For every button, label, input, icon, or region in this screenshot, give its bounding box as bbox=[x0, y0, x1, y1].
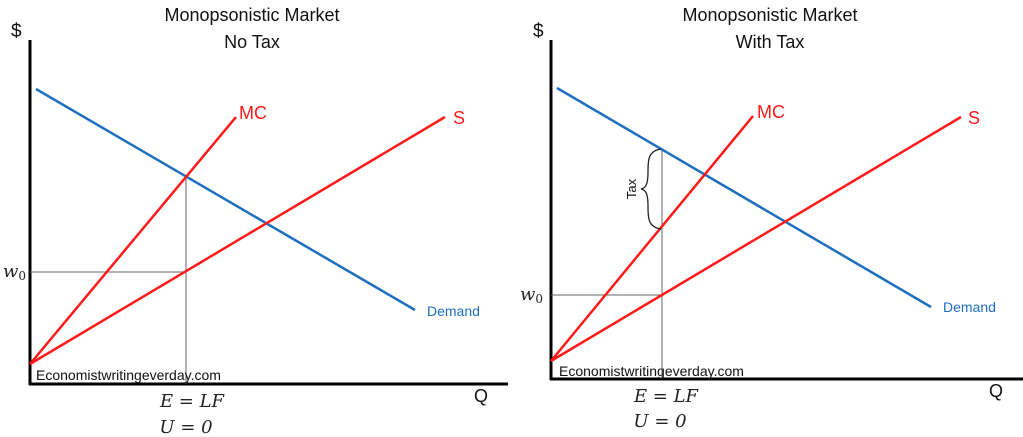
x-axis-label: Q bbox=[474, 386, 488, 406]
x-axis-label: Q bbox=[989, 381, 1003, 401]
supply-curve bbox=[29, 115, 446, 366]
demand-label: Demand bbox=[427, 303, 480, 319]
mc-curve bbox=[29, 116, 237, 365]
panel-title-line1: Monopsonistic Market bbox=[682, 5, 857, 25]
wage-label: w0 bbox=[3, 261, 26, 283]
mc-curve bbox=[550, 115, 754, 362]
tax-label: Tax bbox=[624, 178, 639, 199]
panel-title-line2: No Tax bbox=[224, 32, 280, 52]
mc-label: MC bbox=[239, 103, 267, 123]
demand-curve bbox=[35, 87, 416, 312]
equation-employment: E = LF bbox=[633, 386, 700, 407]
watermark: Economistwritingeverday.com bbox=[36, 367, 221, 383]
equation-employment: E = LF bbox=[159, 391, 226, 412]
y-axis-label: $ bbox=[11, 21, 22, 42]
wage-label: w0 bbox=[520, 284, 543, 306]
y-axis-label: $ bbox=[533, 21, 544, 42]
watermark: Economistwritingeverday.com bbox=[559, 363, 744, 379]
equation-unemployment: U = 0 bbox=[159, 417, 212, 437]
panel-no-tax: Monopsonistic Market No Tax $ MC S Deman… bbox=[3, 5, 508, 437]
demand-curve bbox=[556, 86, 932, 309]
mc-label: MC bbox=[757, 102, 785, 122]
tax-brace-icon bbox=[640, 148, 662, 230]
supply-curve bbox=[550, 115, 962, 363]
panel-title-line1: Monopsonistic Market bbox=[164, 5, 339, 25]
supply-label: S bbox=[453, 108, 465, 128]
demand-label: Demand bbox=[943, 299, 996, 315]
supply-label: S bbox=[968, 108, 980, 128]
equation-unemployment: U = 0 bbox=[633, 411, 686, 432]
panel-with-tax: Monopsonistic Market With Tax $ Tax MC S… bbox=[520, 5, 1023, 432]
panel-title-line2: With Tax bbox=[736, 32, 805, 52]
